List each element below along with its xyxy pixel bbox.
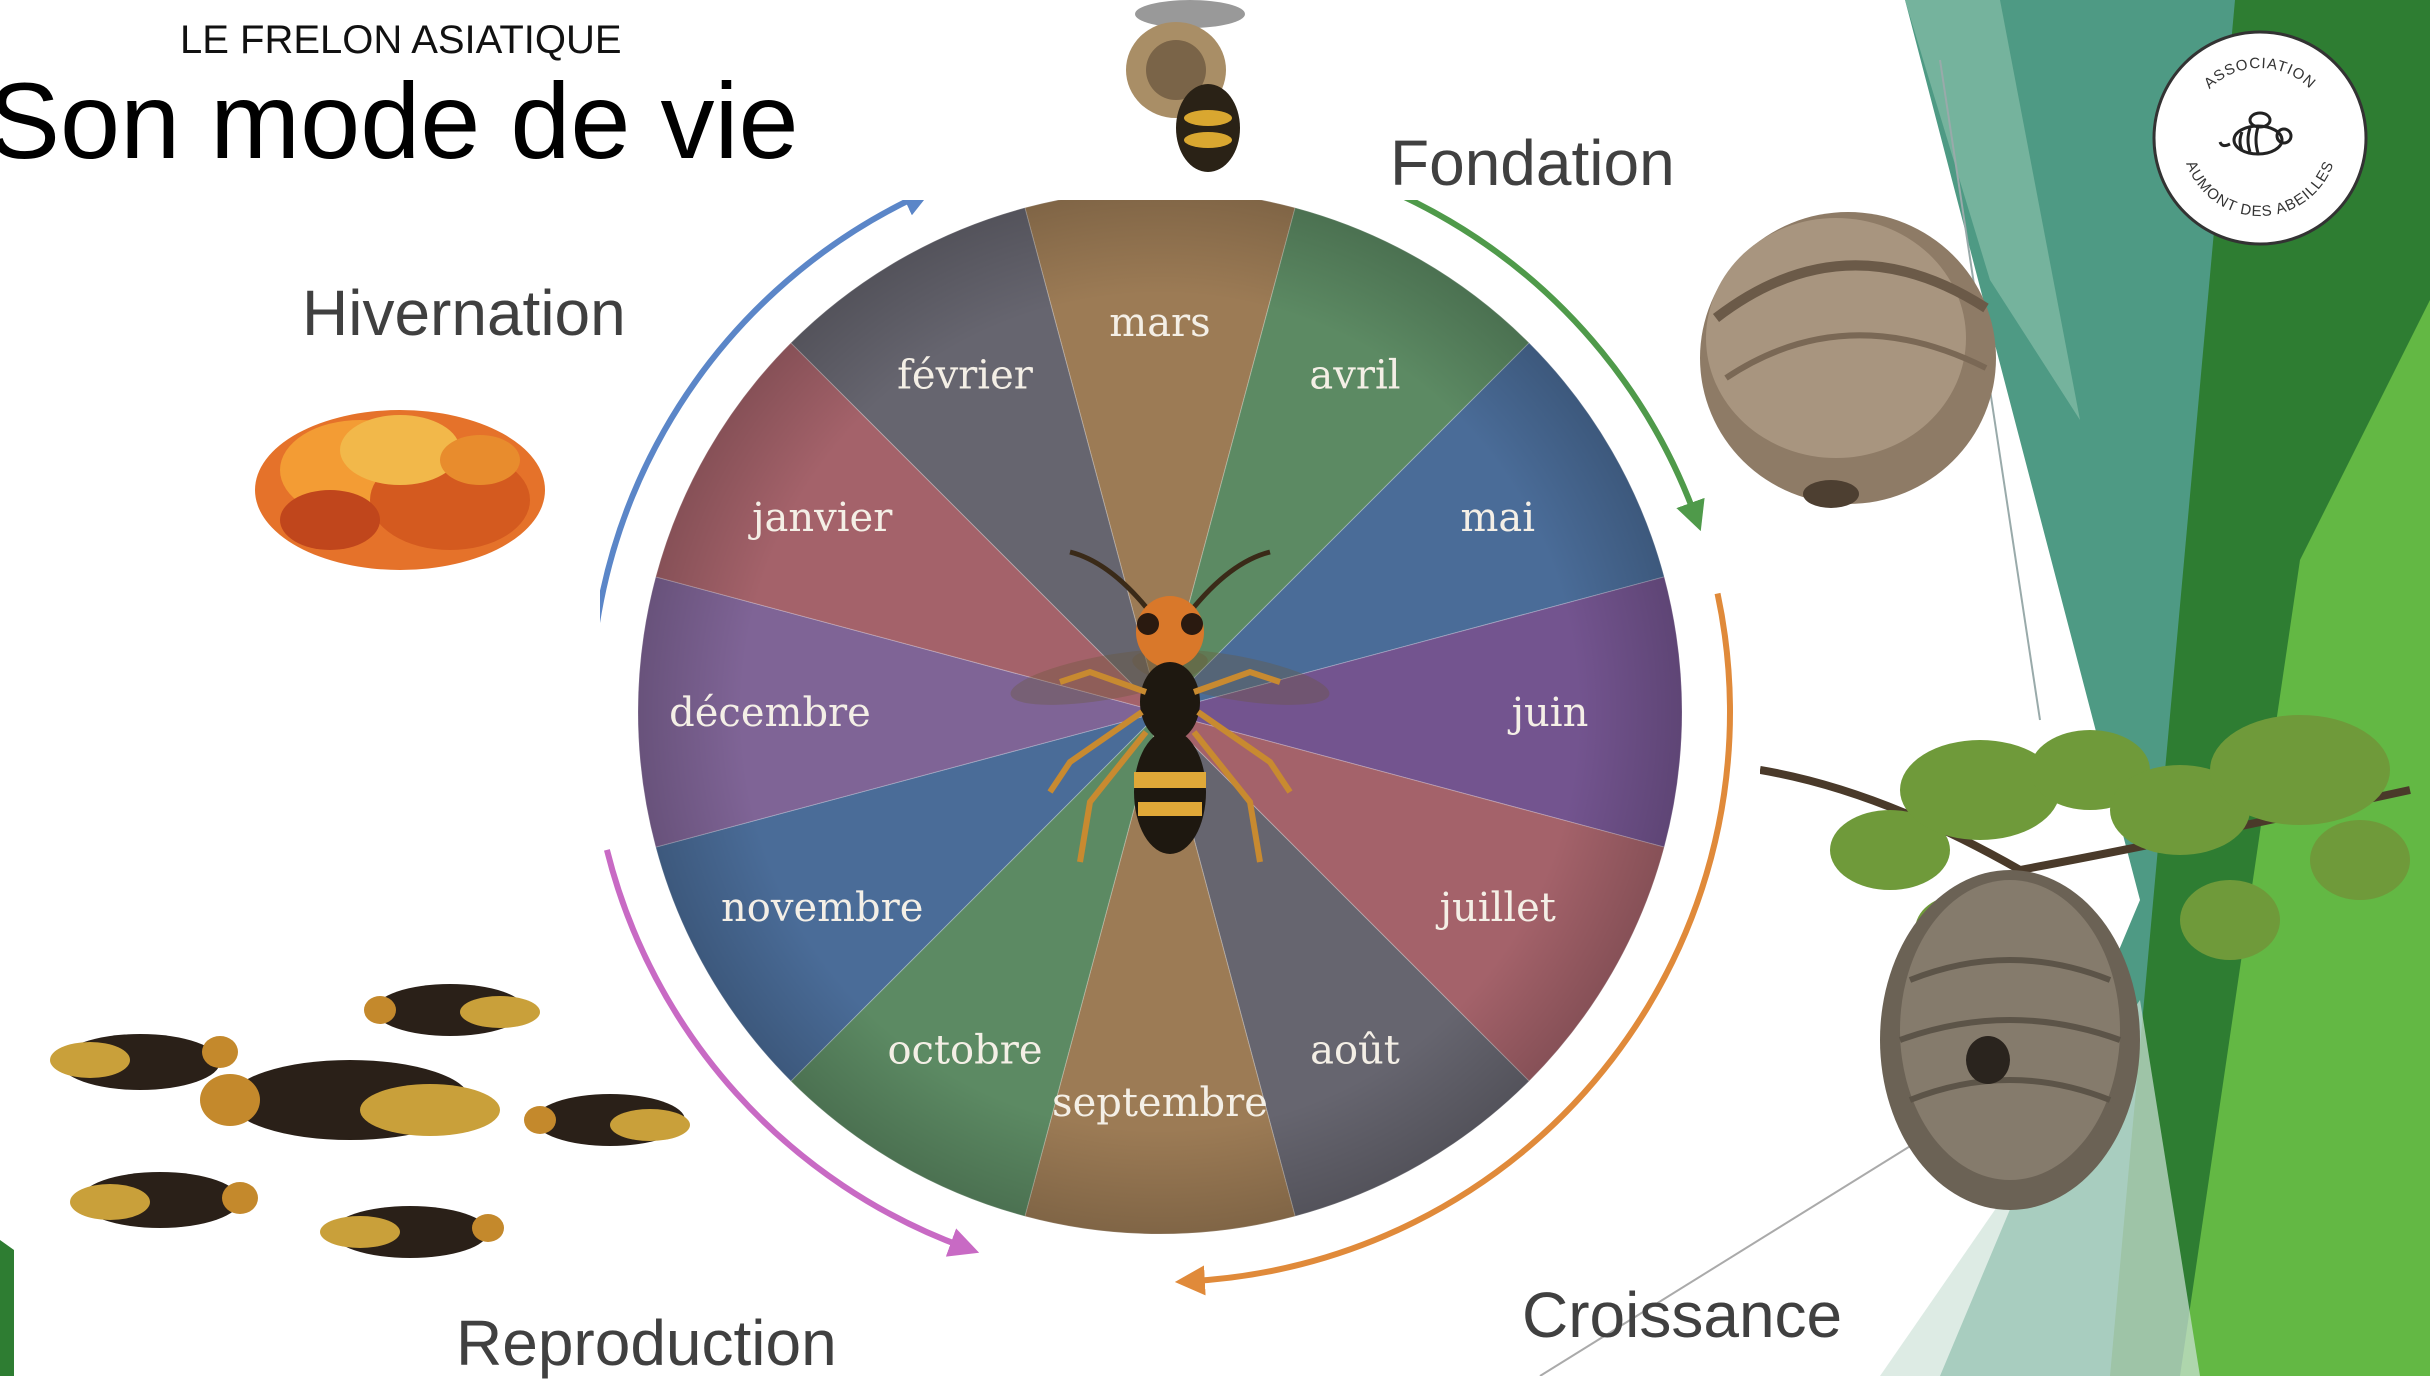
- month-label: juin: [1508, 690, 1589, 736]
- autumn-leaves-icon: [240, 380, 560, 590]
- left-edge-green: [0, 1240, 14, 1376]
- month-label: octobre: [887, 1028, 1042, 1074]
- month-label: novembre: [721, 885, 923, 931]
- month-label: mai: [1460, 495, 1535, 541]
- month-label: janvier: [748, 495, 893, 541]
- month-label: février: [897, 352, 1034, 398]
- month-label: avril: [1309, 352, 1400, 398]
- month-wheel: mars avril mai juin juillet août septembreocto…: [600, 200, 1760, 1376]
- slide-title: Son mode de vie: [0, 62, 799, 181]
- secondary-nest-icon: [1760, 680, 2420, 1220]
- phase-label-fondation: Fondation: [1390, 126, 1675, 200]
- month-label: septembre: [1052, 1080, 1268, 1126]
- month-label: mars: [1109, 300, 1210, 346]
- month-label: août: [1310, 1028, 1400, 1074]
- queen-hornet-icon: [1110, 0, 1290, 190]
- phase-label-hivernation: Hivernation: [302, 276, 626, 350]
- month-label: juillet: [1436, 885, 1556, 931]
- association-logo: ASSOCIATION AUMONT DES ABEILLES: [2150, 28, 2370, 248]
- slide-supertitle: LE FRELON ASIATIQUE: [180, 18, 622, 63]
- month-label: décembre: [669, 690, 871, 736]
